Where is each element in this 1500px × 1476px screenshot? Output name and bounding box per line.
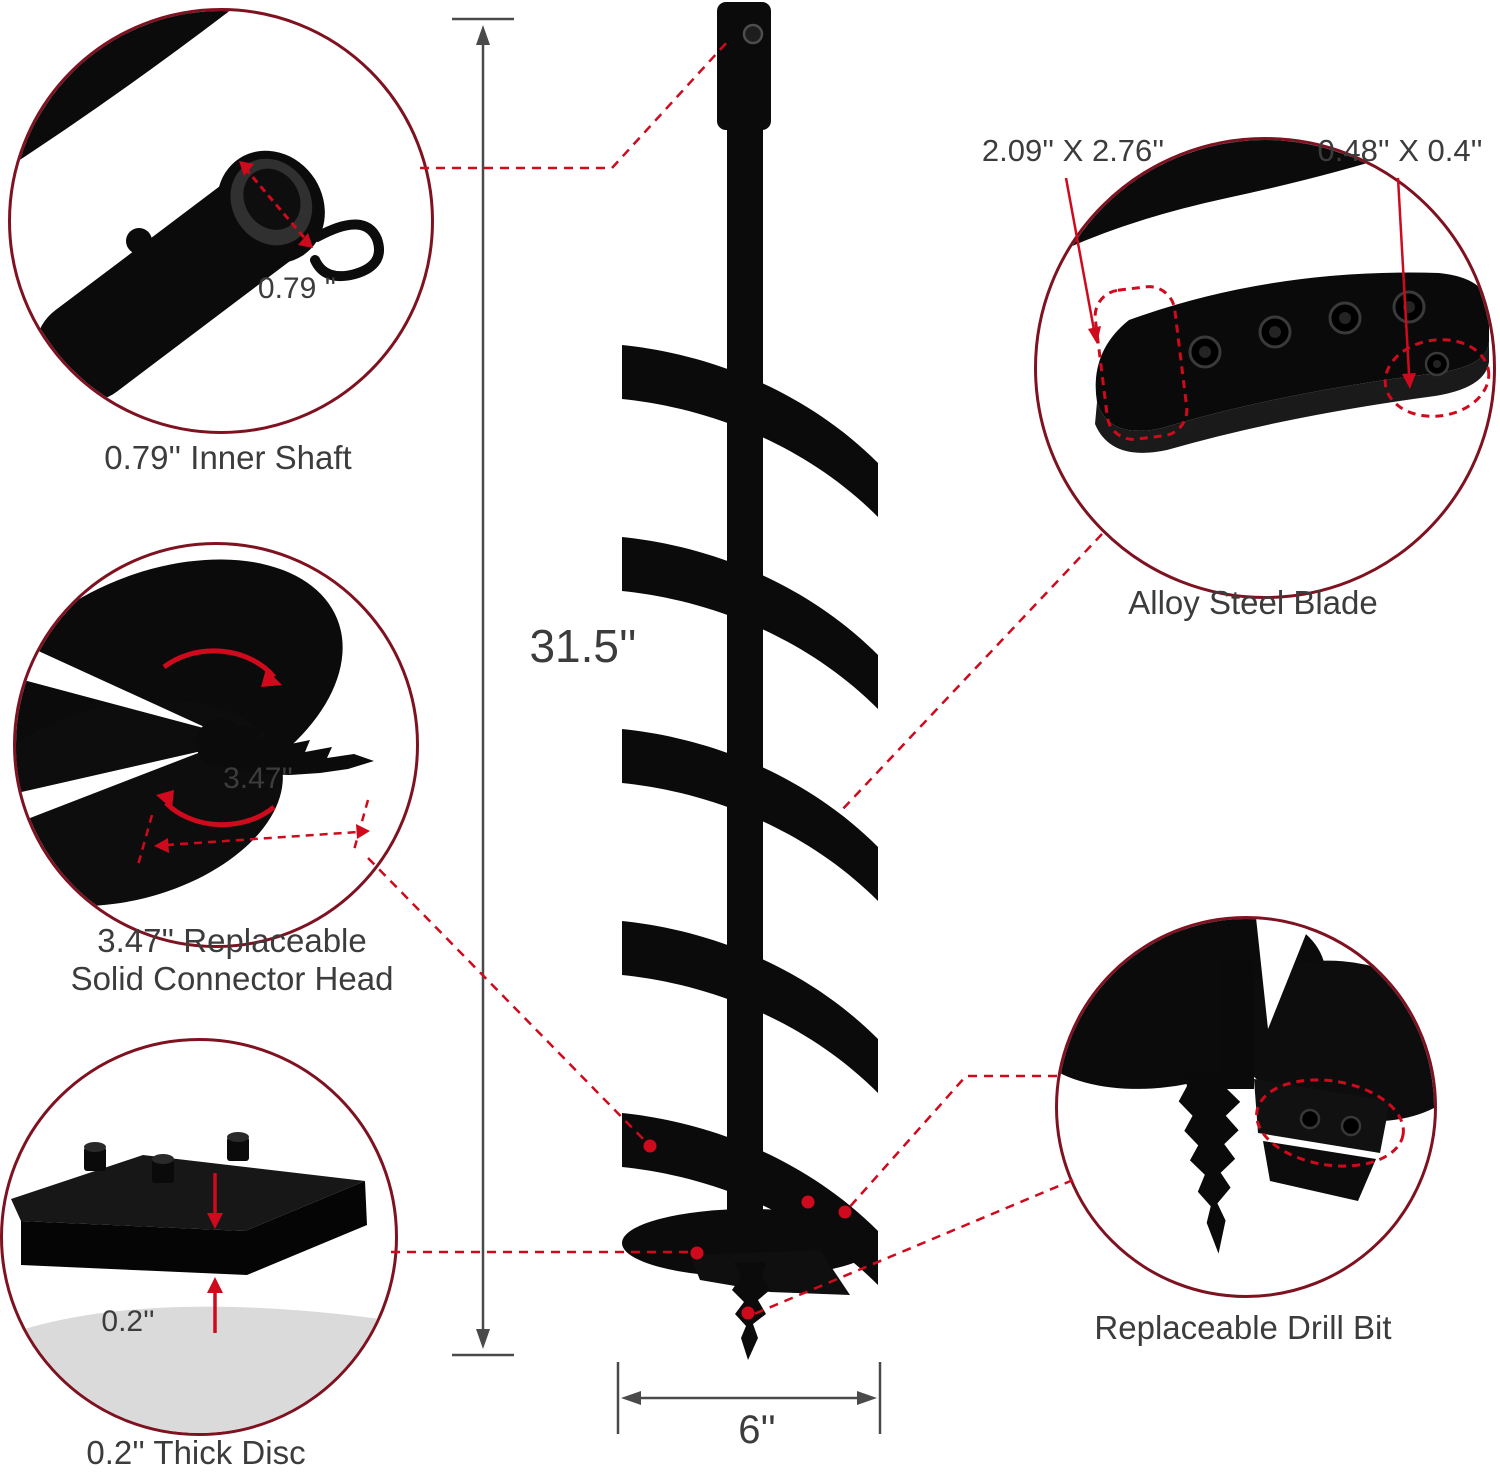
blade-fragment — [11, 11, 230, 166]
connection-dots — [643, 1139, 852, 1320]
auger-illustration — [622, 2, 878, 1360]
auger-length-label: 31.5'' — [529, 620, 637, 672]
disc-edge — [21, 1181, 367, 1275]
callout-alloy-blade — [1034, 137, 1496, 599]
thick-disc-caption: 0.2'' Thick Disc — [86, 1434, 306, 1471]
disc-bolts — [84, 1132, 249, 1183]
length-measure-arrow — [136, 799, 370, 866]
rotation-arrows — [156, 648, 282, 828]
screw-bit — [218, 725, 374, 775]
auger-diameter-label: 6'' — [738, 1408, 776, 1452]
callout-thick-disc — [0, 1038, 398, 1436]
inner-shaft-measure: 0.79 '' — [257, 272, 337, 305]
callout-connector-head — [13, 542, 419, 948]
bracket-bolts — [1299, 1108, 1362, 1137]
shaft-stub — [1220, 959, 1254, 1089]
diameter-arrow — [239, 161, 313, 248]
clip-pin — [310, 219, 384, 282]
auger-drill-tip — [732, 1262, 770, 1360]
thickness-arrows — [207, 1173, 223, 1333]
alloy-blade-illustration — [1037, 140, 1491, 453]
connector-head-measure: 3.47'' — [223, 762, 293, 795]
blade-right — [1229, 960, 1434, 1122]
inner-shaft-illustration — [11, 11, 384, 402]
auger-disc — [622, 1209, 878, 1277]
bolt-measure-outline — [1255, 1078, 1405, 1168]
thick-disc-measure: 0.2'' — [101, 1305, 155, 1338]
auger-flights — [622, 345, 878, 1285]
connector-head-caption-line2: Solid Connector Head — [70, 960, 394, 997]
shaft-button — [126, 228, 152, 254]
length-dimension — [452, 17, 514, 1357]
drill-bit-caption: Replaceable Drill Bit — [1094, 1309, 1392, 1346]
callout-inner-shaft — [8, 8, 434, 434]
blade-plate — [1095, 272, 1489, 431]
blade-slit-lower — [16, 750, 206, 824]
alloy-blade-caption: Alloy Steel Blade — [1128, 584, 1378, 621]
inner-shaft-caption: 0.79'' Inner Shaft — [104, 439, 352, 476]
alloy-blade-corner-measure: 0.48'' X 0.4'' — [1317, 133, 1483, 168]
auger-blade-plates — [690, 1250, 850, 1295]
thick-disc-illustration — [3, 1132, 395, 1433]
shadow — [3, 1306, 395, 1433]
drill-bit-tip — [1178, 1071, 1241, 1254]
drill-bit-illustration — [1058, 919, 1434, 1254]
corner-measure-outline — [1383, 338, 1491, 418]
blade-plate-edge — [1095, 342, 1489, 453]
blade-gap — [1256, 919, 1312, 1029]
connector-head-caption-line1: 3.47'' Replaceable — [97, 922, 367, 959]
upper-blade — [1037, 140, 1440, 263]
callout-drill-bit — [1055, 916, 1437, 1298]
auger-connector-top — [717, 2, 771, 130]
bracket-plate-lower — [1263, 1141, 1376, 1201]
connector-pin-hole — [742, 23, 764, 45]
disc-top-face — [11, 1155, 365, 1231]
hub — [196, 719, 244, 767]
auger-shaft — [727, 122, 763, 1262]
callout-connector-lines — [367, 39, 1103, 1316]
alloy-blade-plate-measure: 2.09'' X 2.76'' — [981, 133, 1165, 168]
connector-head-illustration — [16, 559, 374, 907]
